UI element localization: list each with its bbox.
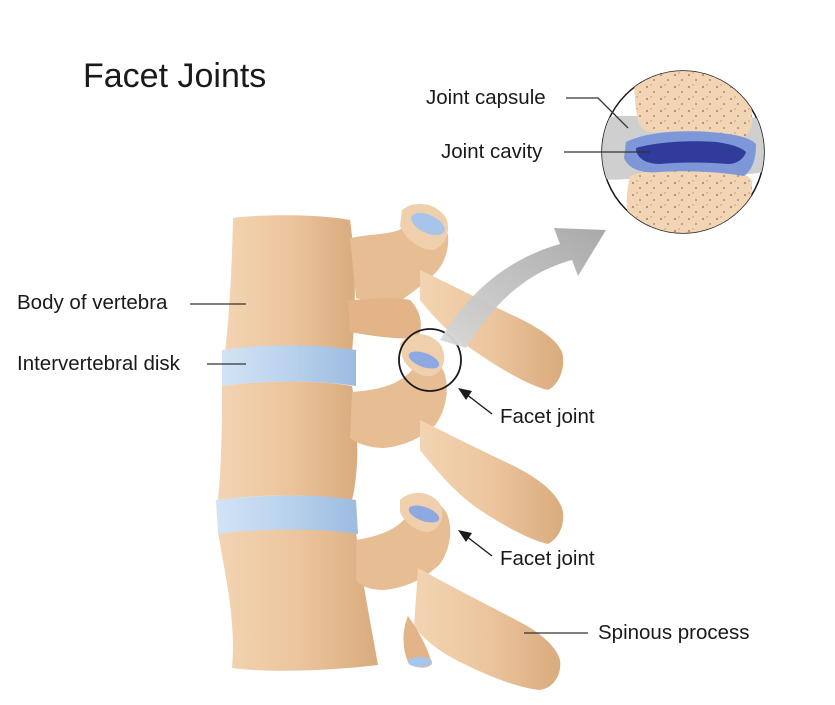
posterior-elements-bottom <box>356 492 561 690</box>
vertebra-body-top <box>225 215 355 352</box>
diagram-title: Facet Joints <box>83 57 267 95</box>
zoomed-facet-joint-inset <box>601 70 765 234</box>
label-facet-joint-lower: Facet joint <box>500 547 595 570</box>
label-intervertebral-disk: Intervertebral disk <box>17 352 180 375</box>
pointer-head-lower <box>458 530 472 542</box>
vertebral-column <box>216 215 378 671</box>
posterior-elements-top <box>348 203 564 390</box>
pointer-facet-joint-upper <box>465 393 493 415</box>
label-body-of-vertebra: Body of vertebra <box>17 291 168 314</box>
leader-joint-capsule <box>566 97 629 129</box>
vertebra-body-bottom <box>218 527 378 671</box>
label-joint-capsule: Joint capsule <box>426 86 546 109</box>
pointer-head-upper <box>458 388 472 400</box>
facet-joint-pointers <box>458 388 493 557</box>
intervertebral-disk-upper <box>222 345 356 386</box>
vertebra-body-middle <box>218 381 358 500</box>
leader-lines <box>190 97 650 634</box>
zoom-arrow <box>440 228 606 348</box>
facet-joint-highlight-circle <box>398 328 462 392</box>
label-facet-joint-upper: Facet joint <box>500 405 595 428</box>
label-spinous-process: Spinous process <box>598 621 750 644</box>
posterior-elements-middle <box>350 334 564 544</box>
label-joint-cavity: Joint cavity <box>441 140 543 163</box>
pointer-facet-joint-lower <box>465 535 493 557</box>
intervertebral-disk-lower <box>216 495 358 534</box>
